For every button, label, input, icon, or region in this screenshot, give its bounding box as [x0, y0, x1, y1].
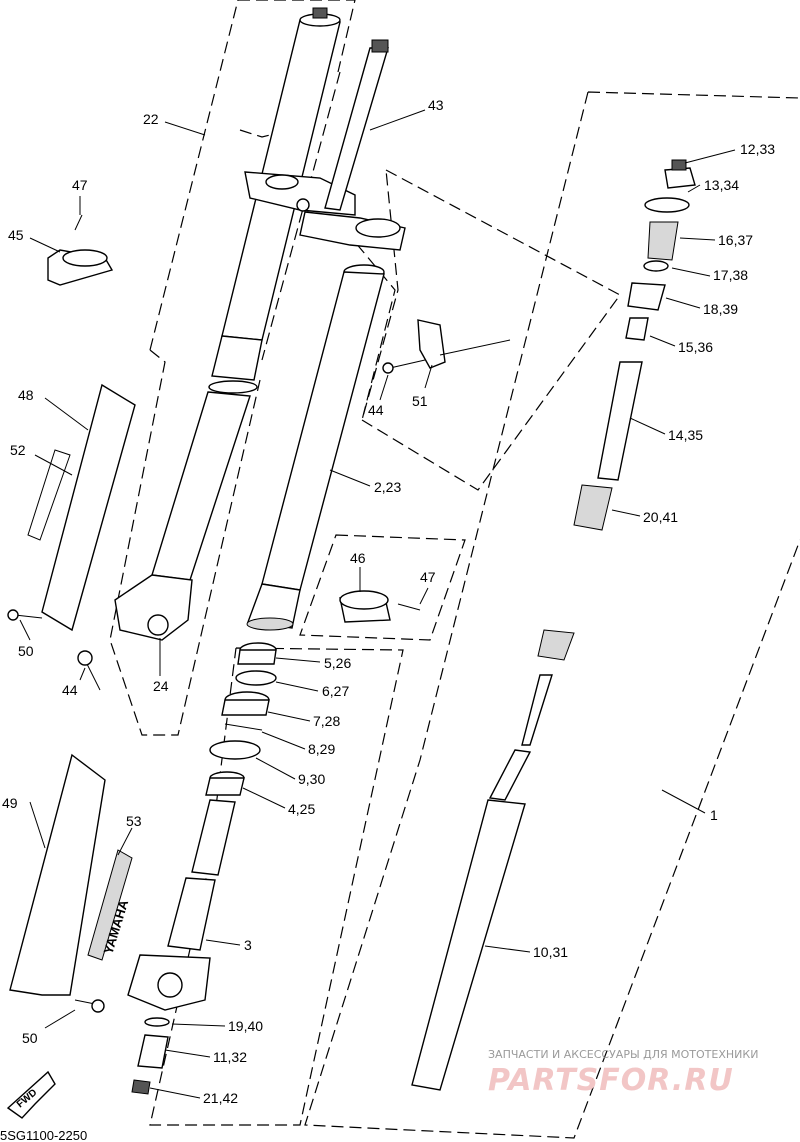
callout-43: 43 [428, 97, 444, 113]
callout-16-37: 16,37 [718, 232, 753, 248]
callout-53: 53 [126, 813, 142, 829]
callout-8-29: 8,29 [308, 741, 335, 757]
callout-51: 51 [412, 393, 428, 409]
callout-19-40: 19,40 [228, 1018, 263, 1034]
callout-22: 22 [143, 111, 159, 127]
callout-3: 3 [244, 937, 252, 953]
callout-17-38: 17,38 [713, 267, 748, 283]
callout-6-27: 6,27 [322, 683, 349, 699]
callout-44-right: 44 [368, 402, 384, 418]
callout-44-left: 44 [62, 682, 78, 698]
callout-46: 46 [350, 550, 366, 566]
callout-9-30: 9,30 [298, 771, 325, 787]
fwd-arrow-icon: FWD [6, 1070, 56, 1119]
callout-7-28: 7,28 [313, 713, 340, 729]
callout-18-39: 18,39 [703, 301, 738, 317]
callout-1: 1 [710, 807, 718, 823]
callout-48: 48 [18, 387, 34, 403]
callout-13-34: 13,34 [704, 177, 739, 193]
callout-24: 24 [153, 678, 169, 694]
watermark-logo: PARTSFOR.RU [488, 1063, 734, 1098]
callout-4-25: 4,25 [288, 801, 315, 817]
clamp-brackets [47, 214, 421, 623]
damper-cartridge [411, 159, 696, 1091]
callout-14-35: 14,35 [668, 427, 703, 443]
callout-12-33: 12,33 [740, 141, 775, 157]
callout-47-right: 47 [420, 569, 436, 585]
base-valve-parts [131, 1017, 170, 1095]
callout-21-42: 21,42 [203, 1090, 238, 1106]
bracket-and-bolts [7, 319, 446, 1013]
triple-clamp-assembly [244, 39, 406, 251]
callout-15-36: 15,36 [678, 339, 713, 355]
callout-45: 45 [8, 227, 24, 243]
callout-10-31: 10,31 [533, 944, 568, 960]
leader-lines [19, 109, 736, 1099]
inner-tube-lower [127, 799, 236, 1011]
seal-stack [205, 642, 277, 796]
callout-50-upper: 50 [18, 643, 34, 659]
callout-5-26: 5,26 [324, 655, 351, 671]
diagram-code: 5SG1100-2250 [0, 1128, 87, 1142]
callout-47-left: 47 [72, 177, 88, 193]
callout-52: 52 [10, 442, 26, 458]
callout-labels: 1 2,23 3 4,25 5,26 6,27 7,28 8,29 9,30 1… [2, 97, 775, 1106]
callout-2-23: 2,23 [374, 479, 401, 495]
outer-tube [246, 264, 385, 631]
callout-20-41: 20,41 [643, 509, 678, 525]
watermark-tagline: ЗАПЧАСТИ И АКСЕССУАРЫ ДЛЯ МОТОТЕХНИКИ [488, 1048, 758, 1061]
callout-11-32: 11,32 [213, 1049, 247, 1065]
callout-49: 49 [2, 795, 18, 811]
callout-50-lower: 50 [22, 1030, 38, 1046]
